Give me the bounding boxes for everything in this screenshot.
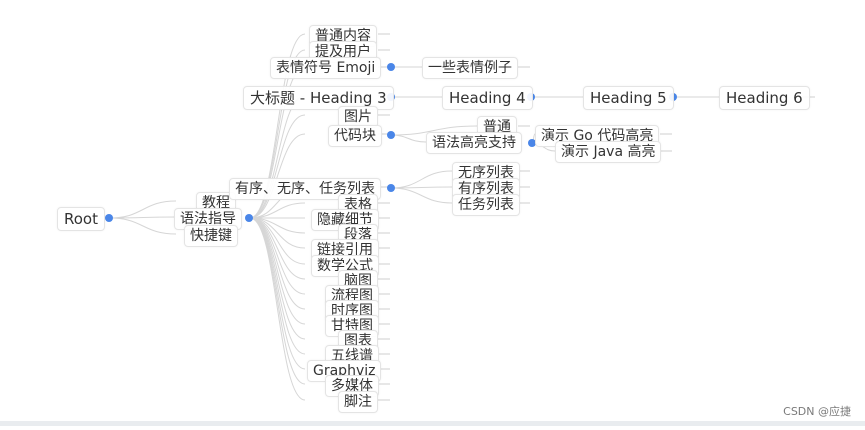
edge xyxy=(109,217,177,235)
codeblock-expand-dot[interactable] xyxy=(387,131,395,139)
node-emoji-examples[interactable]: 一些表情例子 xyxy=(422,57,518,79)
edge xyxy=(249,133,306,219)
edge xyxy=(249,114,306,219)
edge xyxy=(249,217,306,295)
node-syntax-guide[interactable]: 语法指导 xyxy=(174,208,242,230)
node-lists[interactable]: 有序、无序、任务列表 xyxy=(229,178,381,200)
highlight-expand-dot[interactable] xyxy=(528,139,536,147)
edge xyxy=(390,170,453,189)
edge xyxy=(249,217,306,401)
emoji-expand-dot[interactable] xyxy=(387,63,395,71)
node-codeblock[interactable]: 代码块 xyxy=(328,125,382,147)
edge xyxy=(249,202,306,219)
edge xyxy=(249,217,306,385)
edge xyxy=(109,200,177,219)
node-syntax-highlight[interactable]: 语法高亮支持 xyxy=(426,132,522,154)
lists-expand-dot[interactable] xyxy=(387,184,395,192)
root-expand-dot[interactable] xyxy=(105,214,113,222)
node-footnote[interactable]: 脚注 xyxy=(338,391,378,413)
node-emoji[interactable]: 表情符号 Emoji xyxy=(270,57,382,79)
edge xyxy=(390,134,427,143)
node-shortcuts[interactable]: 快捷键 xyxy=(184,225,238,247)
bottom-bar xyxy=(0,421,865,426)
node-heading-5[interactable]: Heading 5 xyxy=(583,86,674,110)
edge xyxy=(390,187,453,204)
edge xyxy=(249,217,306,355)
node-heading-6[interactable]: Heading 6 xyxy=(719,86,810,110)
watermark: CSDN @应捷 xyxy=(783,405,851,418)
syntax-guide-expand-dot[interactable] xyxy=(245,214,253,222)
node-heading-4[interactable]: Heading 4 xyxy=(442,86,533,110)
node-root[interactable]: Root xyxy=(57,207,105,231)
node-task-list[interactable]: 任务列表 xyxy=(452,194,520,216)
node-java-highlight-demo[interactable]: 演示 Java 高亮 xyxy=(555,141,662,163)
edge xyxy=(390,125,478,136)
